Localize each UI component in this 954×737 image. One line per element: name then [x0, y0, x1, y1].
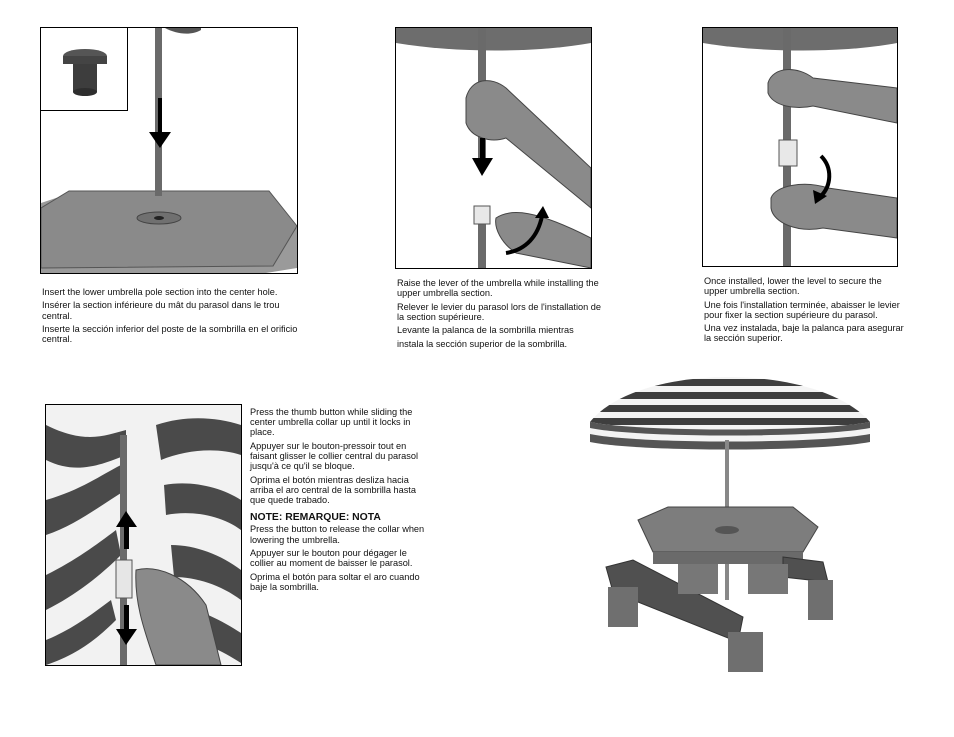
- picnic-table-umbrella-drawing: [590, 377, 870, 672]
- step1-caption: Insert the lower umbrella pole section i…: [42, 287, 300, 348]
- step2-line-es-2: instala la sección superior de la sombri…: [397, 338, 568, 349]
- collar-slide-drawing: [46, 405, 241, 665]
- step4-line-en: Press the thumb button while sliding the…: [250, 407, 413, 438]
- curved-down-arrow-icon: [813, 154, 832, 204]
- lower-lever-drawing: [703, 28, 897, 266]
- pole-cap-icon: [63, 49, 107, 96]
- step1-line-es: Inserte la sección inferior del poste de…: [42, 323, 298, 345]
- step3-line-en: Once installed, lower the level to secur…: [704, 276, 882, 297]
- step4-caption: Press the thumb button while sliding the…: [250, 407, 432, 595]
- step1-line-en: Insert the lower umbrella pole section i…: [42, 287, 278, 297]
- step3-illustration: [702, 27, 898, 267]
- step4-line-es: Oprima el botón mientras desliza hacia a…: [250, 474, 416, 505]
- step2-illustration: [395, 27, 592, 269]
- step2-line-fr: Relever le levier du parasol lors de l'i…: [397, 301, 601, 322]
- step2-line-en: Raise the lever of the umbrella while in…: [397, 278, 599, 299]
- step3-line-fr: Une fois l'installation terminée, abaiss…: [704, 299, 900, 320]
- raise-lever-drawing: [396, 28, 591, 268]
- step3-line-es: Una vez instalada, baje la palanca para …: [704, 323, 904, 344]
- step1-illustration: [40, 27, 298, 274]
- step2-caption: Raise the lever of the umbrella while in…: [397, 278, 609, 352]
- table-pole-insert-drawing: [41, 28, 297, 273]
- step3-caption: Once installed, lower the level to secur…: [704, 276, 904, 347]
- note-line-es: Oprima el botón para soltar el aro cuand…: [250, 571, 420, 592]
- note-line-fr: Appuyer sur le bouton pour dégager le co…: [250, 548, 413, 569]
- step2-line-es-1: Levante la palanca de la sombrilla mient…: [397, 325, 574, 336]
- down-arrow-icon: [472, 138, 493, 176]
- note-title: NOTE: REMARQUE: NOTA: [250, 512, 381, 524]
- step1-line-fr: Insérer la section inférieure du mât du …: [42, 300, 280, 321]
- down-arrow-icon: [149, 98, 171, 148]
- curved-up-arrow-icon: [505, 206, 549, 255]
- double-arrow-icon: [116, 511, 137, 645]
- step4-line-fr: Appuyer sur le bouton-pressoir tout en f…: [250, 440, 419, 472]
- pole-cap-inset: [41, 28, 128, 111]
- note-line-en: Press the button to release the collar w…: [250, 524, 425, 545]
- step4-illustration: [45, 404, 242, 666]
- assembled-picnic-table-photo: [578, 352, 878, 702]
